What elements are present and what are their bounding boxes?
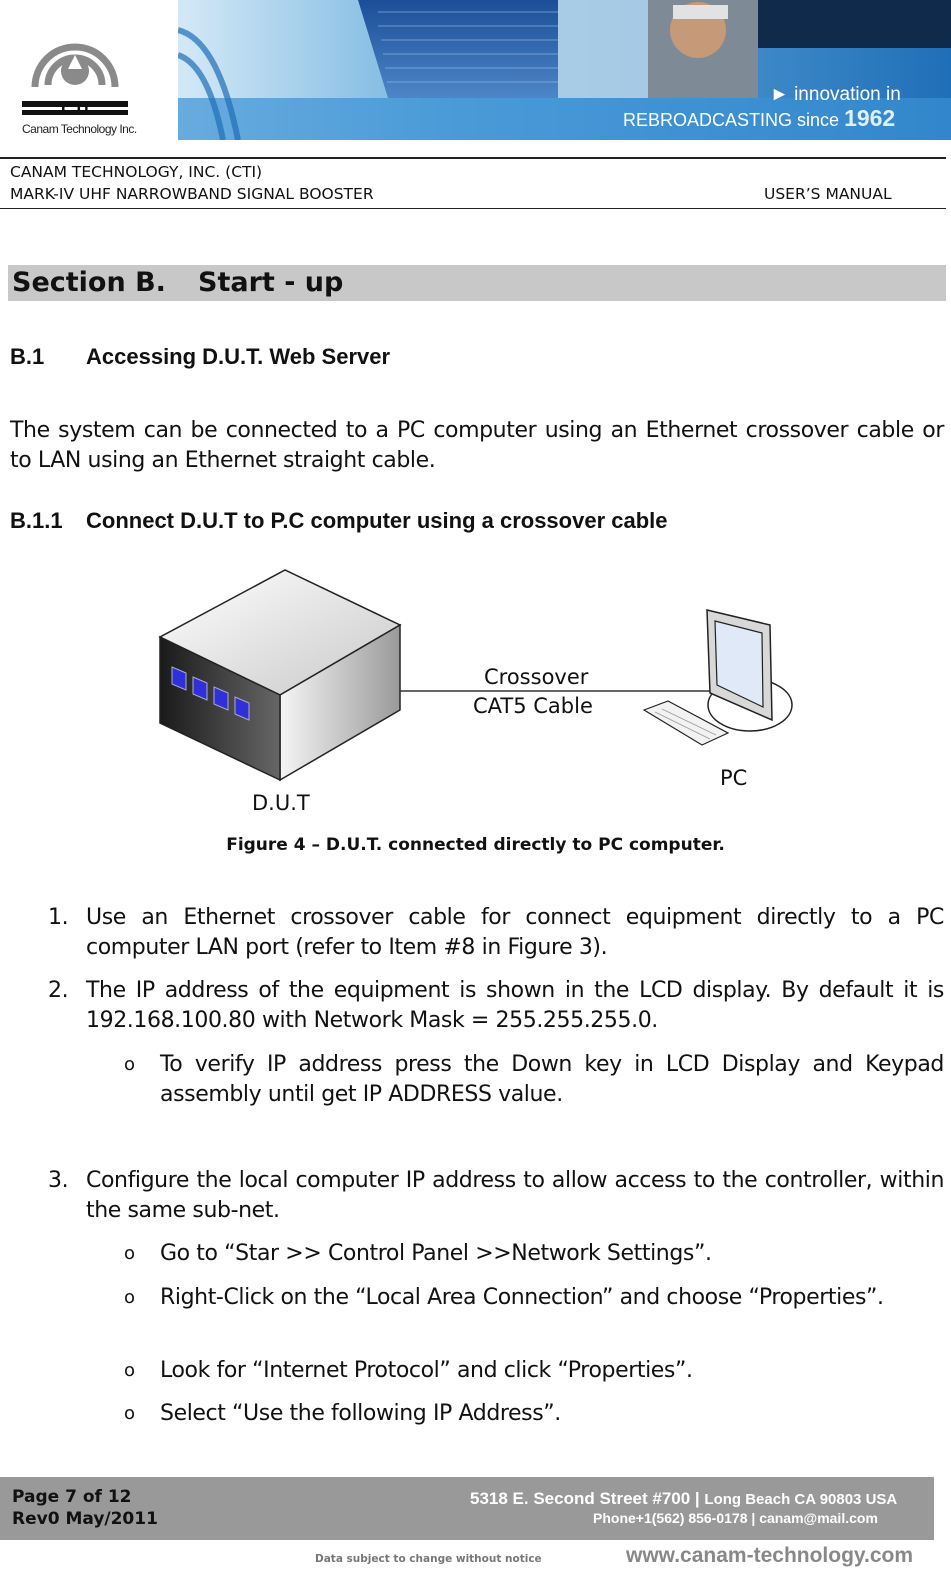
- diagram-drawing: [158, 569, 793, 782]
- section-title: Start - up: [198, 267, 344, 298]
- pc-icon: [642, 609, 793, 746]
- document-type: USER’S MANUAL: [764, 185, 892, 203]
- banner-tagline: ► innovation in: [770, 84, 901, 105]
- company-contact: Phone+1(562) 856-0178 | canam@mail.com: [593, 1510, 878, 1526]
- cable-label-line2: CAT5 Cable: [473, 694, 593, 718]
- revision: Rev0 May/2011: [12, 1509, 158, 1529]
- dut-label: D.U.T: [252, 791, 310, 815]
- page-number: Page 7 of 12: [12, 1487, 132, 1507]
- dut-device-icon: [158, 569, 402, 782]
- logo-caption: Canam Technology Inc.: [22, 122, 137, 136]
- footer-bar: [0, 1477, 934, 1540]
- intro-paragraph: The system can be connected to a PC comp…: [10, 418, 944, 473]
- company-name: CANAM TECHNOLOGY, INC. (CTI): [10, 163, 263, 181]
- connection-diagram: Crossover CAT5 Cable D.U.T PC: [150, 565, 810, 820]
- svg-text:CTI: CTI: [61, 99, 88, 118]
- product-name: MARK-IV UHF NARROWBAND SIGNAL BOOSTER: [10, 185, 374, 203]
- website-link[interactable]: www.canam-technology.com: [626, 1544, 914, 1567]
- banner-photo: [178, 0, 951, 140]
- cable-label-line1: Crossover: [484, 665, 589, 689]
- list-item: 1.Use an Ethernet crossover cable for co…: [48, 905, 944, 960]
- section-heading: Section B. Start - up: [8, 265, 946, 301]
- company-address: 5318 E. Second Street #700 | Long Beach …: [470, 1489, 898, 1508]
- section-number: Section B.: [12, 267, 166, 298]
- pc-label: PC: [720, 766, 748, 790]
- header-banner: CTI Canam Technology Inc.: [0, 0, 951, 148]
- banner-tagline-since: REBROADCASTING since 1962: [623, 105, 896, 131]
- header-rule-bottom: [0, 208, 946, 209]
- figure-caption: Figure 4 – D.U.T. connected directly to …: [226, 835, 725, 855]
- header-rule: [0, 157, 946, 159]
- cti-logo-icon: CTI: [22, 43, 128, 118]
- list-item: 3.Configure the local computer IP addres…: [48, 1168, 944, 1223]
- list-item: 2.The IP address of the equipment is sho…: [48, 978, 944, 1033]
- disclaimer: Data subject to change without notice: [315, 1553, 542, 1565]
- banner-year: 1962: [844, 105, 896, 131]
